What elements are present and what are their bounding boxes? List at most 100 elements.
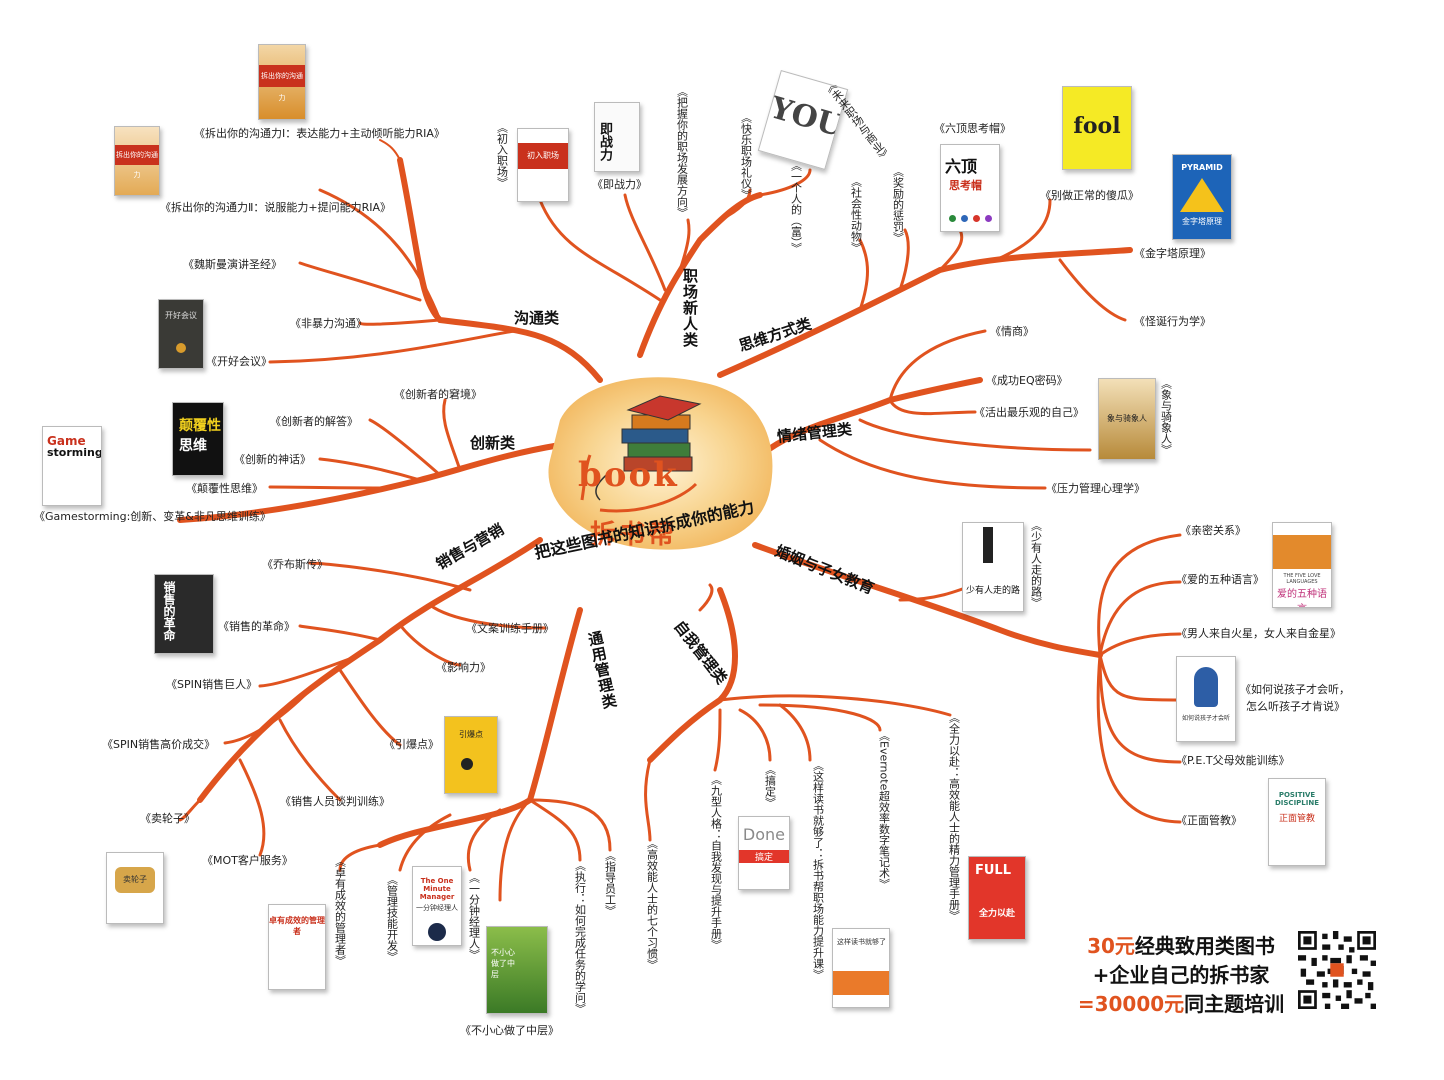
- book-label: 《一分钟经理人》: [467, 872, 481, 960]
- book-label: 《销售人员谈判训练》: [280, 795, 390, 808]
- book-label: 《爱的五种语言》: [1176, 573, 1264, 586]
- book-cover-love: THE FIVE LOVE LANGUAGES 爱的五种语言: [1272, 522, 1332, 608]
- book-label: 《奖励的惩罚》: [891, 166, 905, 243]
- book-label: 《别做正常的傻瓜》: [1040, 189, 1139, 202]
- book-cover-entry: 初入职场: [517, 128, 569, 202]
- cover-text: 即战力: [597, 122, 612, 161]
- book-label: 《少有人走的路》: [1029, 520, 1043, 608]
- walker-figure-icon: [983, 527, 993, 563]
- cover-text: 卖轮子: [115, 867, 155, 893]
- book-label: 《活出最乐观的自己》: [974, 406, 1084, 419]
- book-cover-salerev: 销售的革命: [154, 574, 214, 654]
- logo-swoosh-icon: [580, 454, 698, 513]
- cover-text: fool: [1073, 113, 1121, 139]
- book-label: 怎么听孩子才肯说》: [1246, 700, 1345, 713]
- book-label: 《成功EQ密码》: [986, 374, 1068, 387]
- book-label: 《MOT客户服务》: [202, 854, 293, 867]
- book-label: 《影响力》: [436, 661, 491, 674]
- book-label: 《销售的革命》: [218, 620, 295, 633]
- book-label: 《这样读书就够了：拆书帮职场能力提升课》: [811, 760, 825, 980]
- qr-code-icon[interactable]: [1298, 931, 1376, 1009]
- book-label: 《管理技能开发》: [385, 874, 399, 962]
- category-zhichang: 职场新人类: [681, 268, 699, 348]
- book-cover-omm: The One Minute Manager 一分钟经理人: [412, 866, 462, 946]
- cover-text: FULL: [975, 863, 1012, 878]
- promo-line3-text: 同主题培训: [1184, 992, 1285, 1016]
- book-label: 《拆出你的沟通力Ⅱ：说服能力+提问能力RIA》: [160, 201, 392, 214]
- book-label: 《创新者的窘境》: [394, 388, 482, 401]
- book-label: 《指导员工》: [603, 850, 617, 916]
- book-label: 《高效能人士的七个习惯》: [645, 838, 659, 970]
- cover-text: 销售的革命: [162, 581, 176, 641]
- cover-text: PYRAMID: [1181, 163, 1223, 172]
- book-cover-comm2: 拆出你的沟通力: [114, 126, 160, 196]
- book-cover-read: 这样读书就够了: [832, 928, 890, 1008]
- book-cover-wheel: 卖轮子: [106, 852, 164, 924]
- cover-text: 正面管教: [1278, 814, 1315, 824]
- book-cover-road: 少有人走的路: [962, 522, 1024, 612]
- book-cover-pyramid: PYRAMID 金字塔原理: [1172, 154, 1232, 240]
- book-label: 《亲密关系》: [1180, 524, 1246, 537]
- book-cover-done: Done 搞定: [738, 816, 790, 890]
- book-label: 《开好会议》: [206, 355, 272, 368]
- category-chuangxin: 创新类: [470, 434, 516, 452]
- book-label: 《P.E.T父母效能训练》: [1176, 754, 1290, 767]
- book-cover-sixhats: 六顶 思考帽: [940, 144, 1000, 232]
- branch-chuangxin: [177, 442, 563, 523]
- book-label: 《乔布斯传》: [262, 558, 328, 571]
- book-label: 《卖轮子》: [140, 812, 195, 825]
- book-label: 《引爆点》: [384, 738, 439, 751]
- cover-band: [1273, 535, 1331, 569]
- promo-line3: =30000元同主题培训: [1066, 990, 1296, 1019]
- promo-line2: +企业自己的拆书家: [1092, 963, 1270, 987]
- category-goutong: 沟通类: [514, 309, 560, 327]
- book-cover-fool: fool: [1062, 86, 1132, 170]
- cover-text: 这样读书就够了: [837, 938, 886, 946]
- book-label: 《全力以赴：高效能人士的精力管理手册》: [947, 712, 961, 921]
- book-label: 《SPIN销售高价成交》: [102, 738, 216, 751]
- cover-text: 引爆点: [459, 730, 483, 739]
- branch-zhichang: [637, 192, 763, 358]
- book-label: 《颠覆性思维》: [186, 482, 263, 495]
- book-cover-jizhan: 即战力: [594, 102, 640, 172]
- cover-text: 思考帽: [949, 179, 982, 192]
- book-label: 《即战力》: [592, 178, 647, 191]
- cover-text: 颠覆性: [179, 418, 221, 434]
- book-label: 《不小心做了中层》: [460, 1024, 559, 1037]
- book-label: 《一个人的（富）》: [789, 160, 803, 254]
- book-label: 《非暴力沟通》: [290, 317, 367, 330]
- cover-text: 金字塔原理: [1182, 217, 1222, 226]
- cover-text: 初入职场: [518, 143, 568, 169]
- promo-line1-text: 经典致用类图书: [1134, 934, 1275, 958]
- book-cover-mid: 不小心做了中层: [486, 926, 548, 1014]
- book-stack-icon: [595, 395, 702, 501]
- cover-text: 拆出你的沟通力: [259, 65, 305, 102]
- book-label: 《正面管教》: [1176, 814, 1242, 827]
- cover-text: Done: [742, 825, 785, 844]
- book-label: 《Evernote超效率数字笔记术》: [877, 730, 891, 890]
- cover-text: storming: [47, 446, 102, 459]
- cover-text: 卓有成效的管理者: [269, 916, 325, 936]
- cover-text: THE FIVE LOVE LANGUAGES: [1283, 573, 1321, 585]
- book-label: 《社会性动物》: [849, 176, 863, 253]
- cover-text: 搞定: [739, 850, 789, 863]
- book-label: 《快乐职场礼仪》: [739, 112, 753, 200]
- clock-icon: [428, 923, 446, 941]
- book-label: 《初入职场》: [495, 122, 509, 188]
- cover-dot-icon: [176, 343, 186, 353]
- book-cover-meeting: 开好会议: [158, 299, 204, 369]
- promo-line1: 30元经典致用类图书: [1066, 932, 1296, 961]
- cover-text: 全力以赴: [978, 909, 1015, 919]
- promo-value-highlight: =30000元: [1077, 992, 1185, 1016]
- book-label: 《Gamestorming:创新、变革&非凡思维训练》: [34, 510, 271, 523]
- book-cover-kid: 如何说孩子才会听: [1176, 656, 1236, 742]
- book-label: 《情商》: [990, 325, 1034, 338]
- book-label: 《魏斯曼演讲圣经》: [183, 258, 282, 271]
- book-label: 《创新的神话》: [234, 453, 311, 466]
- cover-band: [833, 971, 889, 995]
- center-brand: 拆书帮: [590, 520, 678, 550]
- branch-hunyin: [752, 542, 1103, 658]
- cover-text: 六顶: [945, 157, 978, 176]
